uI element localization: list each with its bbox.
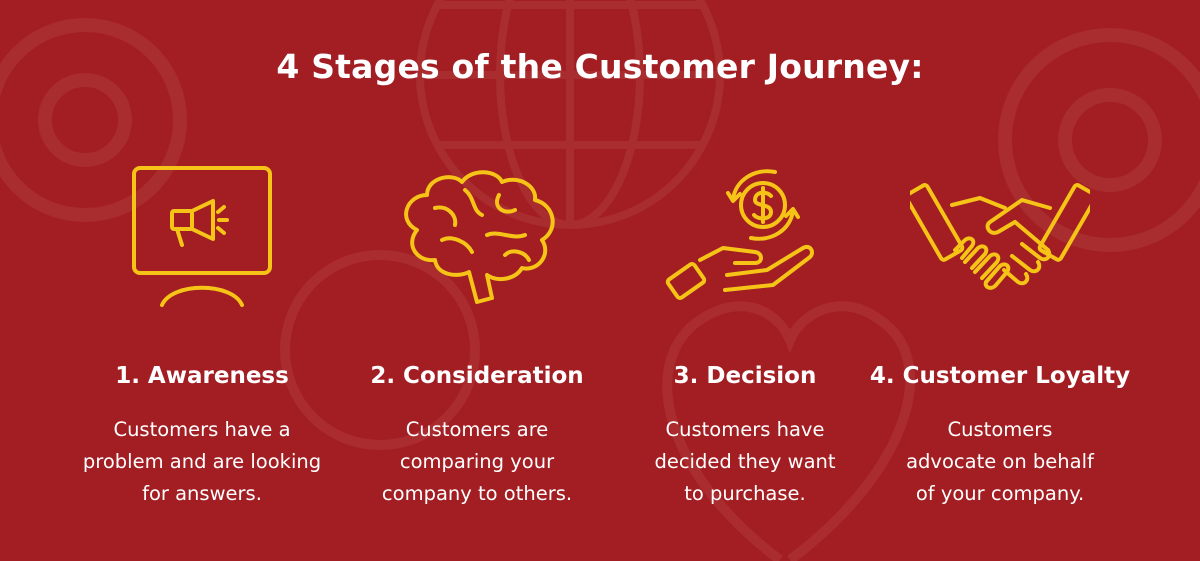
stage-title: 1. Awareness [115,363,289,389]
stage-description: Customers advocate on behalf of your com… [906,418,1094,505]
gear-watermark-left-icon [0,18,187,222]
stage-decision: 3. Decision Customers have decided they … [605,160,885,520]
stage-description: Customers have a problem and are looking… [82,418,322,505]
page-title: 4 Stages of the Customer Journey: [276,47,924,86]
stage-description: Customers have decided they want to purc… [654,418,836,505]
circle-watermark-icon [280,250,480,450]
handshake-icon [910,183,1090,290]
stage-title: 3. Decision [673,363,817,389]
heart-watermark-icon [662,301,915,561]
megaphone-monitor-icon [132,166,272,307]
globe-watermark-icon [416,0,724,229]
stage-consideration: 2. Consideration Customers are comparing… [337,160,617,520]
hand-dollar-icon [665,169,814,301]
stage-title: 2. Consideration [370,363,584,389]
stage-title: 4. Customer Loyalty [869,363,1131,389]
brain-icon [404,170,555,304]
stage-customer-loyalty: 4. Customer Loyalty Customers advocate o… [860,160,1140,520]
stage-awareness: 1. Awareness Customers have a problem an… [62,160,342,520]
stage-description: Customers are comparing your company to … [381,418,573,505]
gear-watermark-right-icon [998,28,1200,252]
